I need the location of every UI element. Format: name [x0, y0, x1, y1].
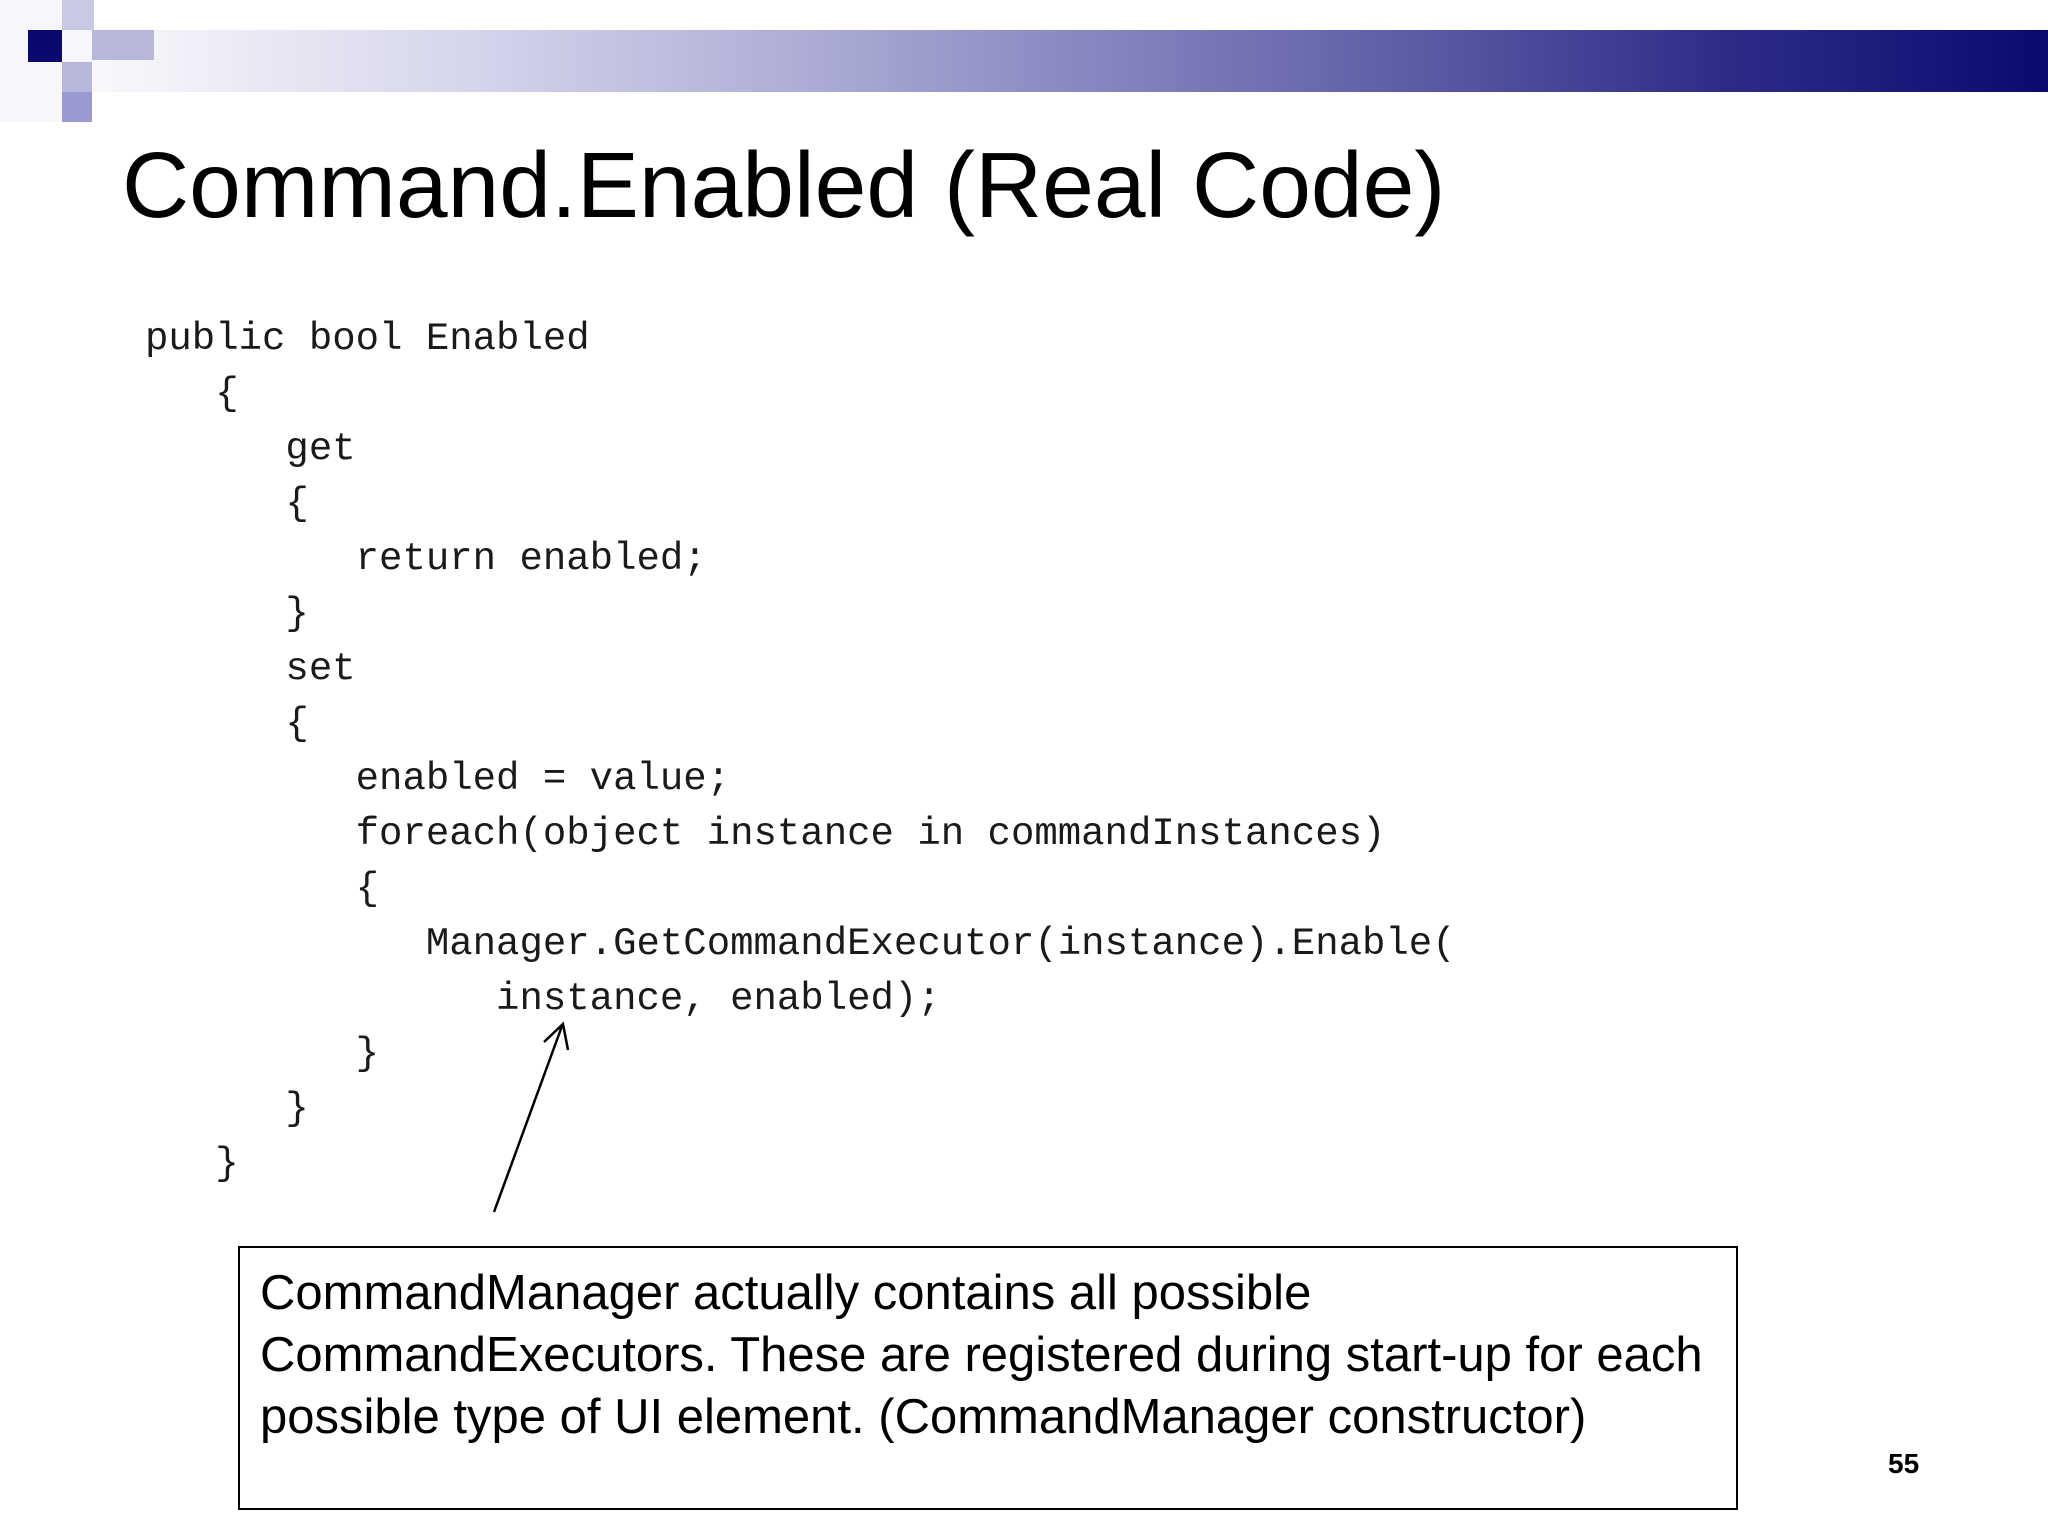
code-line: foreach(object instance in commandInstan… — [145, 812, 1386, 856]
slide-title: Command.Enabled (Real Code) — [122, 133, 1446, 237]
code-line: { — [145, 372, 239, 416]
header-gradient-bar — [0, 30, 2048, 92]
code-line: public bool Enabled — [145, 317, 590, 361]
callout-box: CommandManager actually contains all pos… — [238, 1246, 1738, 1510]
code-line: } — [145, 1032, 380, 1076]
code-line: enabled = value; — [145, 757, 731, 801]
code-line: { — [145, 867, 380, 911]
code-line: instance, enabled); — [145, 977, 941, 1021]
code-line: set — [145, 647, 356, 691]
code-line: Manager.GetCommandExecutor(instance).Ena… — [145, 922, 1456, 966]
code-line: { — [145, 482, 309, 526]
code-block: public bool Enabled { get { return enabl… — [145, 312, 1456, 1192]
code-line: } — [145, 1142, 239, 1186]
code-line: return enabled; — [145, 537, 707, 581]
code-line: get — [145, 427, 356, 471]
code-line: { — [145, 702, 309, 746]
code-line: } — [145, 592, 309, 636]
page-number: 55 — [1888, 1448, 1920, 1479]
code-line: } — [145, 1087, 309, 1131]
